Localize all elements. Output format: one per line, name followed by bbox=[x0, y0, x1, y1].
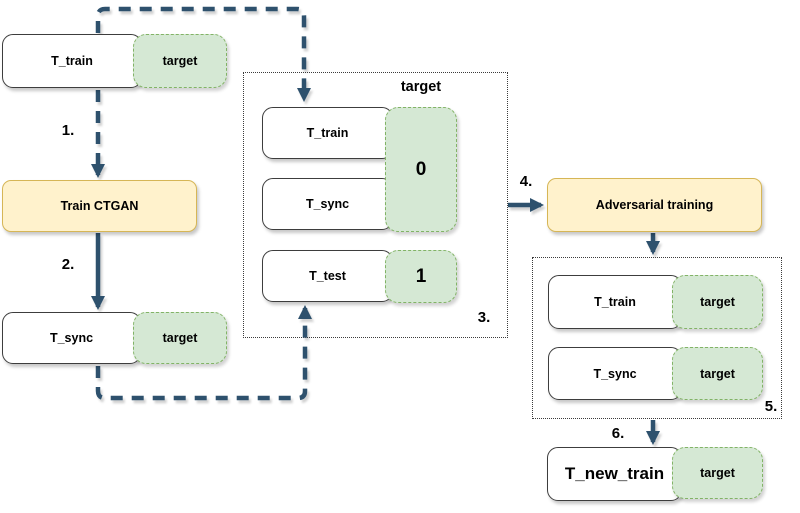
node-label: T_sync bbox=[305, 197, 350, 211]
row-t-sync-out: T_sync bbox=[548, 347, 682, 400]
target-badge: target bbox=[672, 447, 763, 499]
badge-label: target bbox=[162, 54, 198, 68]
step-3-label: 3. bbox=[477, 309, 491, 326]
node-label: Adversarial training bbox=[595, 198, 714, 212]
target-badge: target bbox=[133, 312, 227, 364]
target-value-1-badge: 1 bbox=[385, 250, 457, 303]
step-1-label: 1. bbox=[61, 122, 75, 139]
badge-value: 0 bbox=[415, 158, 427, 180]
target-badge: target bbox=[133, 34, 227, 88]
step-4-label: 4. bbox=[519, 173, 533, 190]
row-t-test: T_test bbox=[262, 250, 393, 302]
badge-label: target bbox=[700, 466, 735, 480]
badge-label: target bbox=[700, 366, 735, 381]
node-t-sync-generated: T_sync bbox=[2, 312, 141, 364]
target-badge: target bbox=[672, 275, 763, 329]
target-value-0-badge: 0 bbox=[385, 107, 457, 232]
node-label: T_sync bbox=[49, 331, 94, 345]
node-label: Train CTGAN bbox=[60, 199, 139, 213]
node-t-train-source: T_train bbox=[2, 34, 142, 88]
badge-label: target bbox=[700, 295, 735, 309]
target-badge: target bbox=[672, 347, 763, 400]
node-label: T_train bbox=[594, 295, 636, 309]
row-t-sync: T_sync bbox=[262, 178, 393, 230]
badge-label: target bbox=[162, 331, 198, 345]
node-t-new-train: T_new_train bbox=[547, 447, 682, 501]
node-label: T_test bbox=[309, 269, 346, 283]
node-label: T_train bbox=[51, 54, 93, 68]
node-adversarial-training: Adversarial training bbox=[547, 178, 762, 232]
node-label: T_sync bbox=[593, 366, 637, 381]
badge-value: 1 bbox=[415, 265, 427, 287]
node-label: T_new_train bbox=[564, 464, 665, 483]
node-train-ctgan: Train CTGAN bbox=[2, 180, 197, 232]
step-5-label: 5. bbox=[764, 398, 778, 415]
node-label: T_train bbox=[306, 126, 349, 140]
row-t-train-out: T_train bbox=[548, 275, 682, 329]
row-t-train: T_train bbox=[262, 107, 393, 159]
step-6-label: 6. bbox=[611, 425, 625, 442]
target-column-header: target bbox=[400, 79, 442, 95]
step-2-label: 2. bbox=[61, 256, 75, 273]
